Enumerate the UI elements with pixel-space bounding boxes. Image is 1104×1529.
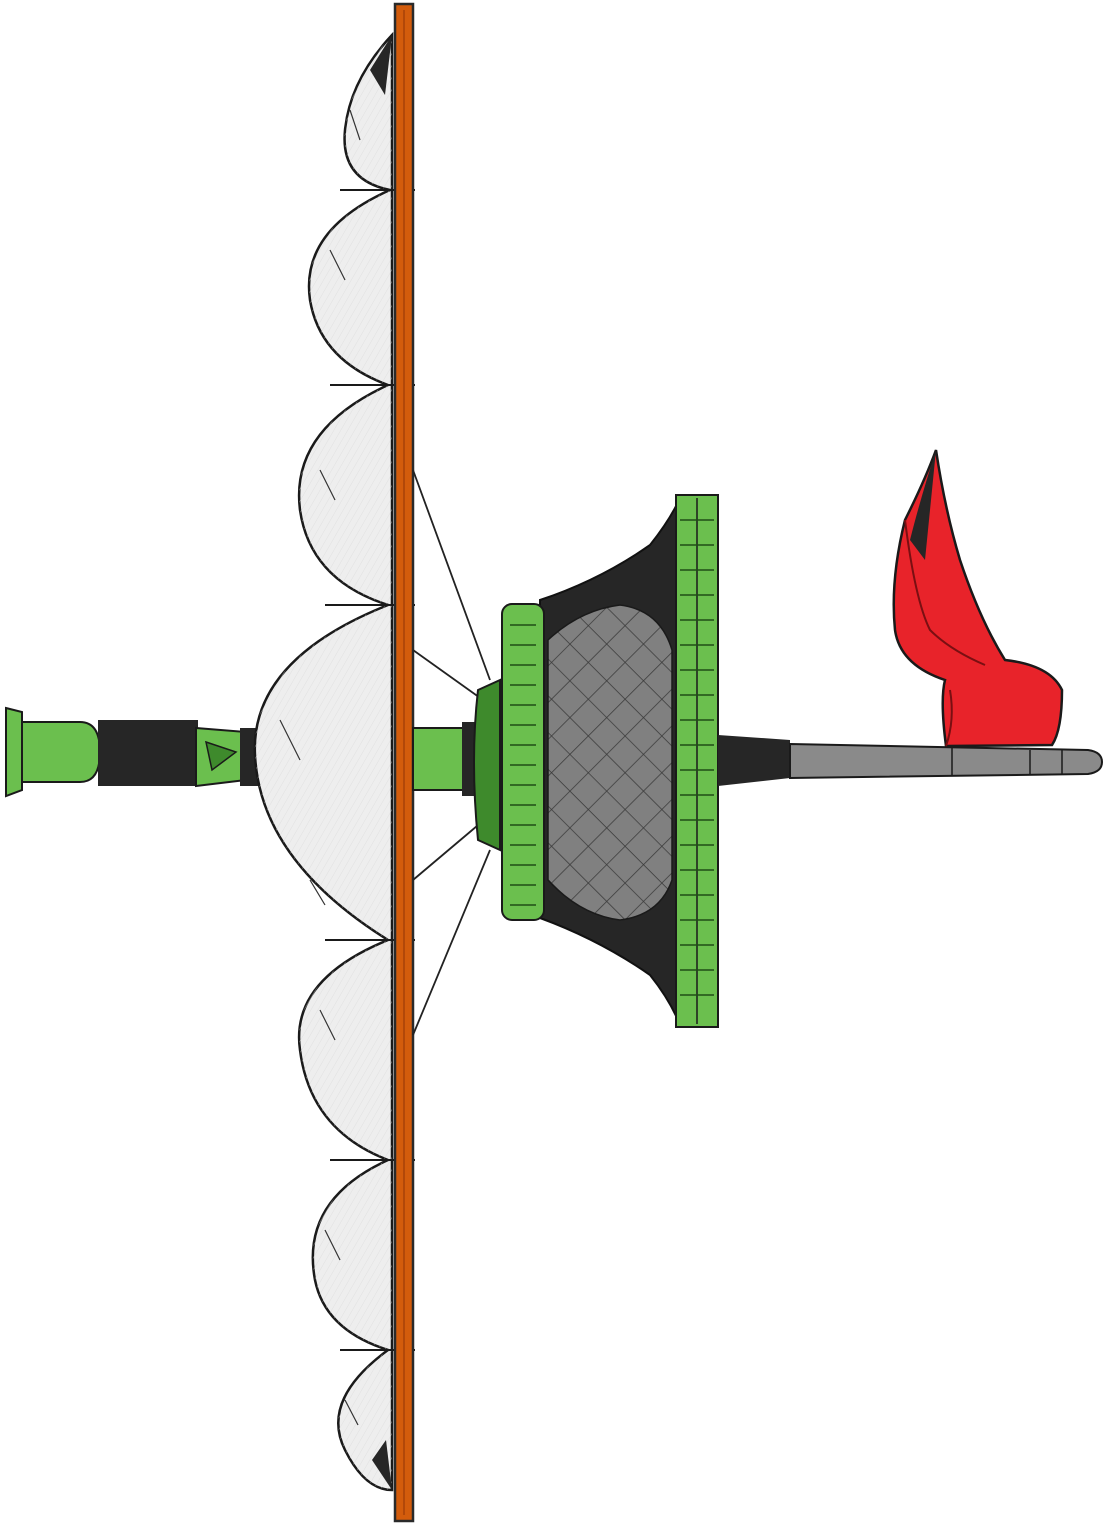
- outer-rim-ticks: [680, 519, 714, 996]
- sail-shadow-top: [370, 35, 392, 95]
- flag: [892, 449, 1064, 748]
- crows-nest: [501, 494, 719, 1028]
- flagpole-bands: [951, 748, 1063, 776]
- sail-folds: [279, 109, 361, 1426]
- finial-bulb: [21, 721, 102, 783]
- sail-shading: [254, 35, 392, 1490]
- flagpole-staff: [789, 742, 1104, 780]
- flag-fold: [904, 519, 986, 666]
- flag-shadow: [910, 450, 936, 560]
- flagpole: [718, 735, 1104, 786]
- connector-bracket: [473, 678, 501, 852]
- sail: [253, 31, 415, 1492]
- basket-inner-rim: [501, 603, 545, 921]
- sail-shadow-bottom: [372, 1440, 392, 1490]
- finial: [5, 706, 270, 798]
- flag-cloth: [892, 449, 1064, 748]
- mast: [393, 2, 415, 1523]
- inner-rim-ticks: [510, 624, 536, 906]
- finial-leaf: [204, 740, 238, 772]
- mast-connector: [412, 678, 501, 852]
- flagpole-socket: [718, 735, 790, 786]
- basket-net: [547, 604, 673, 921]
- finial-shaft: [98, 720, 198, 786]
- finial-cap: [5, 706, 23, 798]
